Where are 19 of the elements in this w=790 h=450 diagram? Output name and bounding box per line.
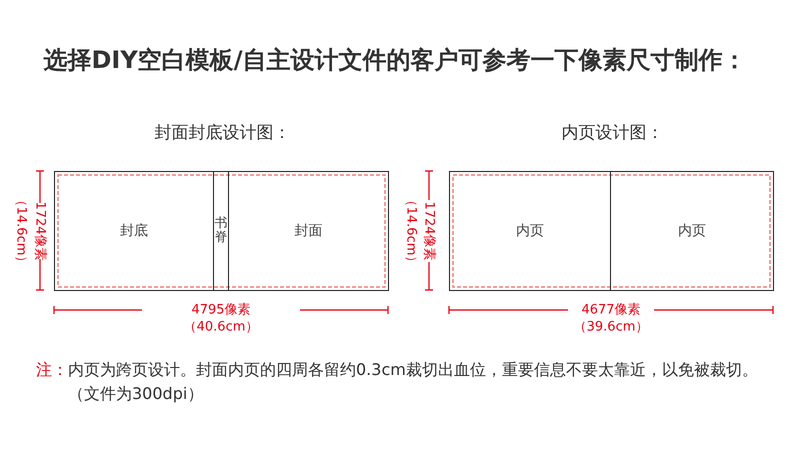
section-heading: 封面封底设计图： <box>154 122 292 144</box>
dimension-label: 4677像素 <box>581 302 641 318</box>
note-text: 内页为跨页设计。封面内页的四周各留约0.3cm裁切出血位，重要信息不要太靠近，以免被裁切。（文件为300dpi） <box>68 359 759 405</box>
dimension-label: 4795像素 <box>191 302 251 318</box>
panel-label: 封面 <box>294 222 322 240</box>
spine-panel <box>213 172 229 290</box>
dimension-label: （40.6cm） <box>184 320 258 334</box>
dimension-label: （14.6cm） <box>404 194 418 268</box>
panel-label: 内页 <box>678 222 706 240</box>
section-heading: 内页设计图： <box>560 122 664 144</box>
panel-label: 内页 <box>516 222 544 240</box>
panel-label: 封底 <box>120 222 148 240</box>
dimension-label: （14.6cm） <box>14 194 28 268</box>
title: 选择DIY空白模板/自主设计文件的客户可参考一下像素尺寸制作： <box>42 45 748 76</box>
dimension-label: 1724像素 <box>422 201 436 261</box>
dimension-label: （39.6cm） <box>574 320 648 334</box>
note-marker: 注： <box>36 359 68 381</box>
panel-label: 书脊 <box>214 217 228 245</box>
dimension-label: 1724像素 <box>32 201 48 261</box>
